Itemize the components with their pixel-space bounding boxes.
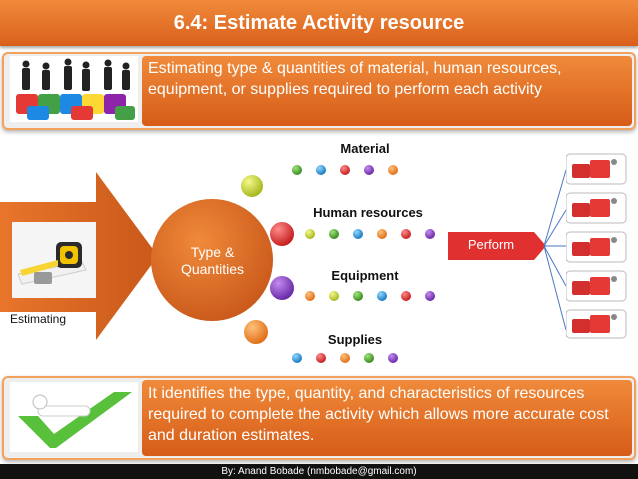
footer-credit: By: Anand Bobade (nmbobade@gmail.com)	[221, 466, 417, 477]
category-connectors	[241, 175, 294, 344]
measuring-tape-icon	[12, 222, 96, 298]
perform-arrow	[448, 232, 546, 260]
category-material: Material	[340, 141, 390, 156]
team-puzzle-icon	[10, 56, 138, 122]
category-equipment: Equipment	[331, 268, 399, 283]
resource-dot-rows	[292, 165, 435, 363]
category-human-resources: Human resources	[313, 205, 423, 220]
intro-text: Estimating type & quantities of material…	[148, 60, 562, 98]
footer-bar	[0, 464, 638, 479]
perform-fanout-lines	[543, 169, 567, 331]
page-title: 6.4: Estimate Activity resource	[173, 12, 465, 34]
perform-label: Perform	[467, 237, 515, 252]
type-quantities-node	[151, 199, 273, 321]
estimating-label: Estimating	[10, 312, 67, 326]
title-bar	[0, 0, 638, 46]
activity-puzzle-icons	[566, 153, 627, 339]
category-supplies: Supplies	[327, 332, 383, 347]
relaxed-person-checkmark-icon	[10, 382, 138, 452]
center-node-label: Type & Quantities	[180, 244, 245, 277]
summary-text: It identifies the type, quantity, and ch…	[148, 385, 609, 444]
